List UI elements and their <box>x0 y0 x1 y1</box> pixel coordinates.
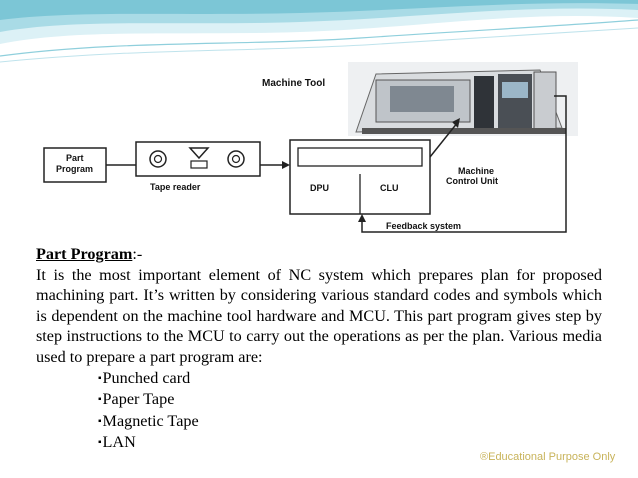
machine-tool-label: Machine Tool <box>262 78 325 89</box>
tape-reader-box <box>135 141 261 177</box>
header-wave-decoration <box>0 0 638 63</box>
list-item: Magnetic Tape <box>98 411 602 433</box>
list-item: Punched card <box>98 368 602 390</box>
nc-system-diagram: Machine Tool Part Program Tape reader DP… <box>40 62 578 240</box>
slide-body: Part Program:- It is the most important … <box>36 244 602 454</box>
mcu-label-line1: Machine <box>458 166 494 176</box>
tape-reel-right-icon <box>227 150 245 168</box>
watermark-text: ®Educational Purpose Only <box>480 451 616 463</box>
list-item: LAN <box>98 432 602 454</box>
clu-label: CLU <box>380 183 399 193</box>
tape-head-icon <box>188 147 210 160</box>
tape-reader-label: Tape reader <box>150 182 201 192</box>
dpu-label: DPU <box>310 183 329 193</box>
part-program-label-line1: Part <box>66 153 84 163</box>
list-item: Paper Tape <box>98 389 602 411</box>
part-program-label-line2: Program <box>56 164 93 174</box>
feedback-label: Feedback system <box>386 221 461 231</box>
feedback-line <box>361 95 567 233</box>
mcu-label-line2: Control Unit <box>446 176 498 186</box>
section-heading-suffix: :- <box>132 245 143 263</box>
section-heading: Part Program:- <box>36 244 602 265</box>
description-paragraph: It is the most important element of NC s… <box>36 265 602 366</box>
media-list: Punched card Paper Tape Magnetic Tape LA… <box>36 368 602 454</box>
machine-tool-image <box>348 62 578 136</box>
section-heading-title: Part Program <box>36 245 133 263</box>
tape-reel-left-icon <box>149 150 167 168</box>
